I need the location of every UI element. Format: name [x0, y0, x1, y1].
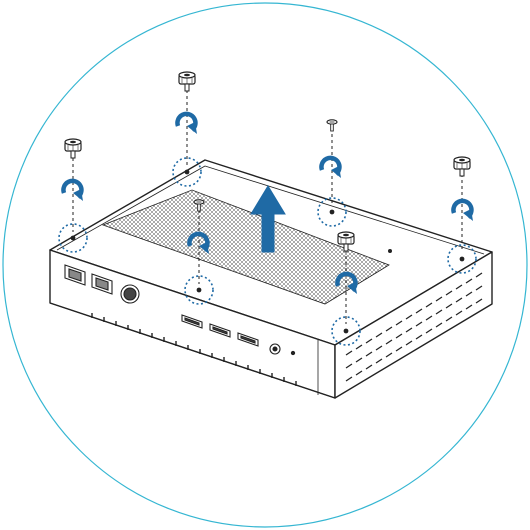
usb-port-3: [237, 332, 259, 347]
screw-6: [331, 231, 361, 346]
side-panel: [334, 251, 493, 399]
top-hole: [388, 249, 392, 253]
rotate-counterclockwise-icon: [453, 201, 473, 221]
screw-1: [58, 138, 88, 253]
side-vent-slots: [345, 272, 483, 382]
screw-5: [184, 199, 214, 305]
front-bottom-vents: [91, 313, 297, 386]
top-vent-mesh: [101, 189, 390, 305]
lan-port-2: [91, 273, 113, 295]
screw-3: [317, 119, 347, 227]
up-arrow-icon: [250, 185, 286, 253]
thumbscrew-icon: [64, 138, 82, 159]
rotate-counterclockwise-icon: [321, 158, 341, 178]
screw-2: [172, 71, 202, 187]
thumbscrew-icon: [178, 71, 196, 92]
usb-port-2: [209, 323, 231, 338]
lan-port-1: [64, 264, 86, 286]
status-led: [290, 350, 296, 356]
small-screw-icon: [326, 119, 338, 132]
power-button: [120, 284, 140, 304]
screw-4: [447, 156, 477, 274]
thumbscrew-icon: [453, 156, 471, 177]
audio-jack: [269, 343, 281, 355]
usb-port-1: [181, 314, 203, 329]
front-ports: [64, 264, 296, 356]
